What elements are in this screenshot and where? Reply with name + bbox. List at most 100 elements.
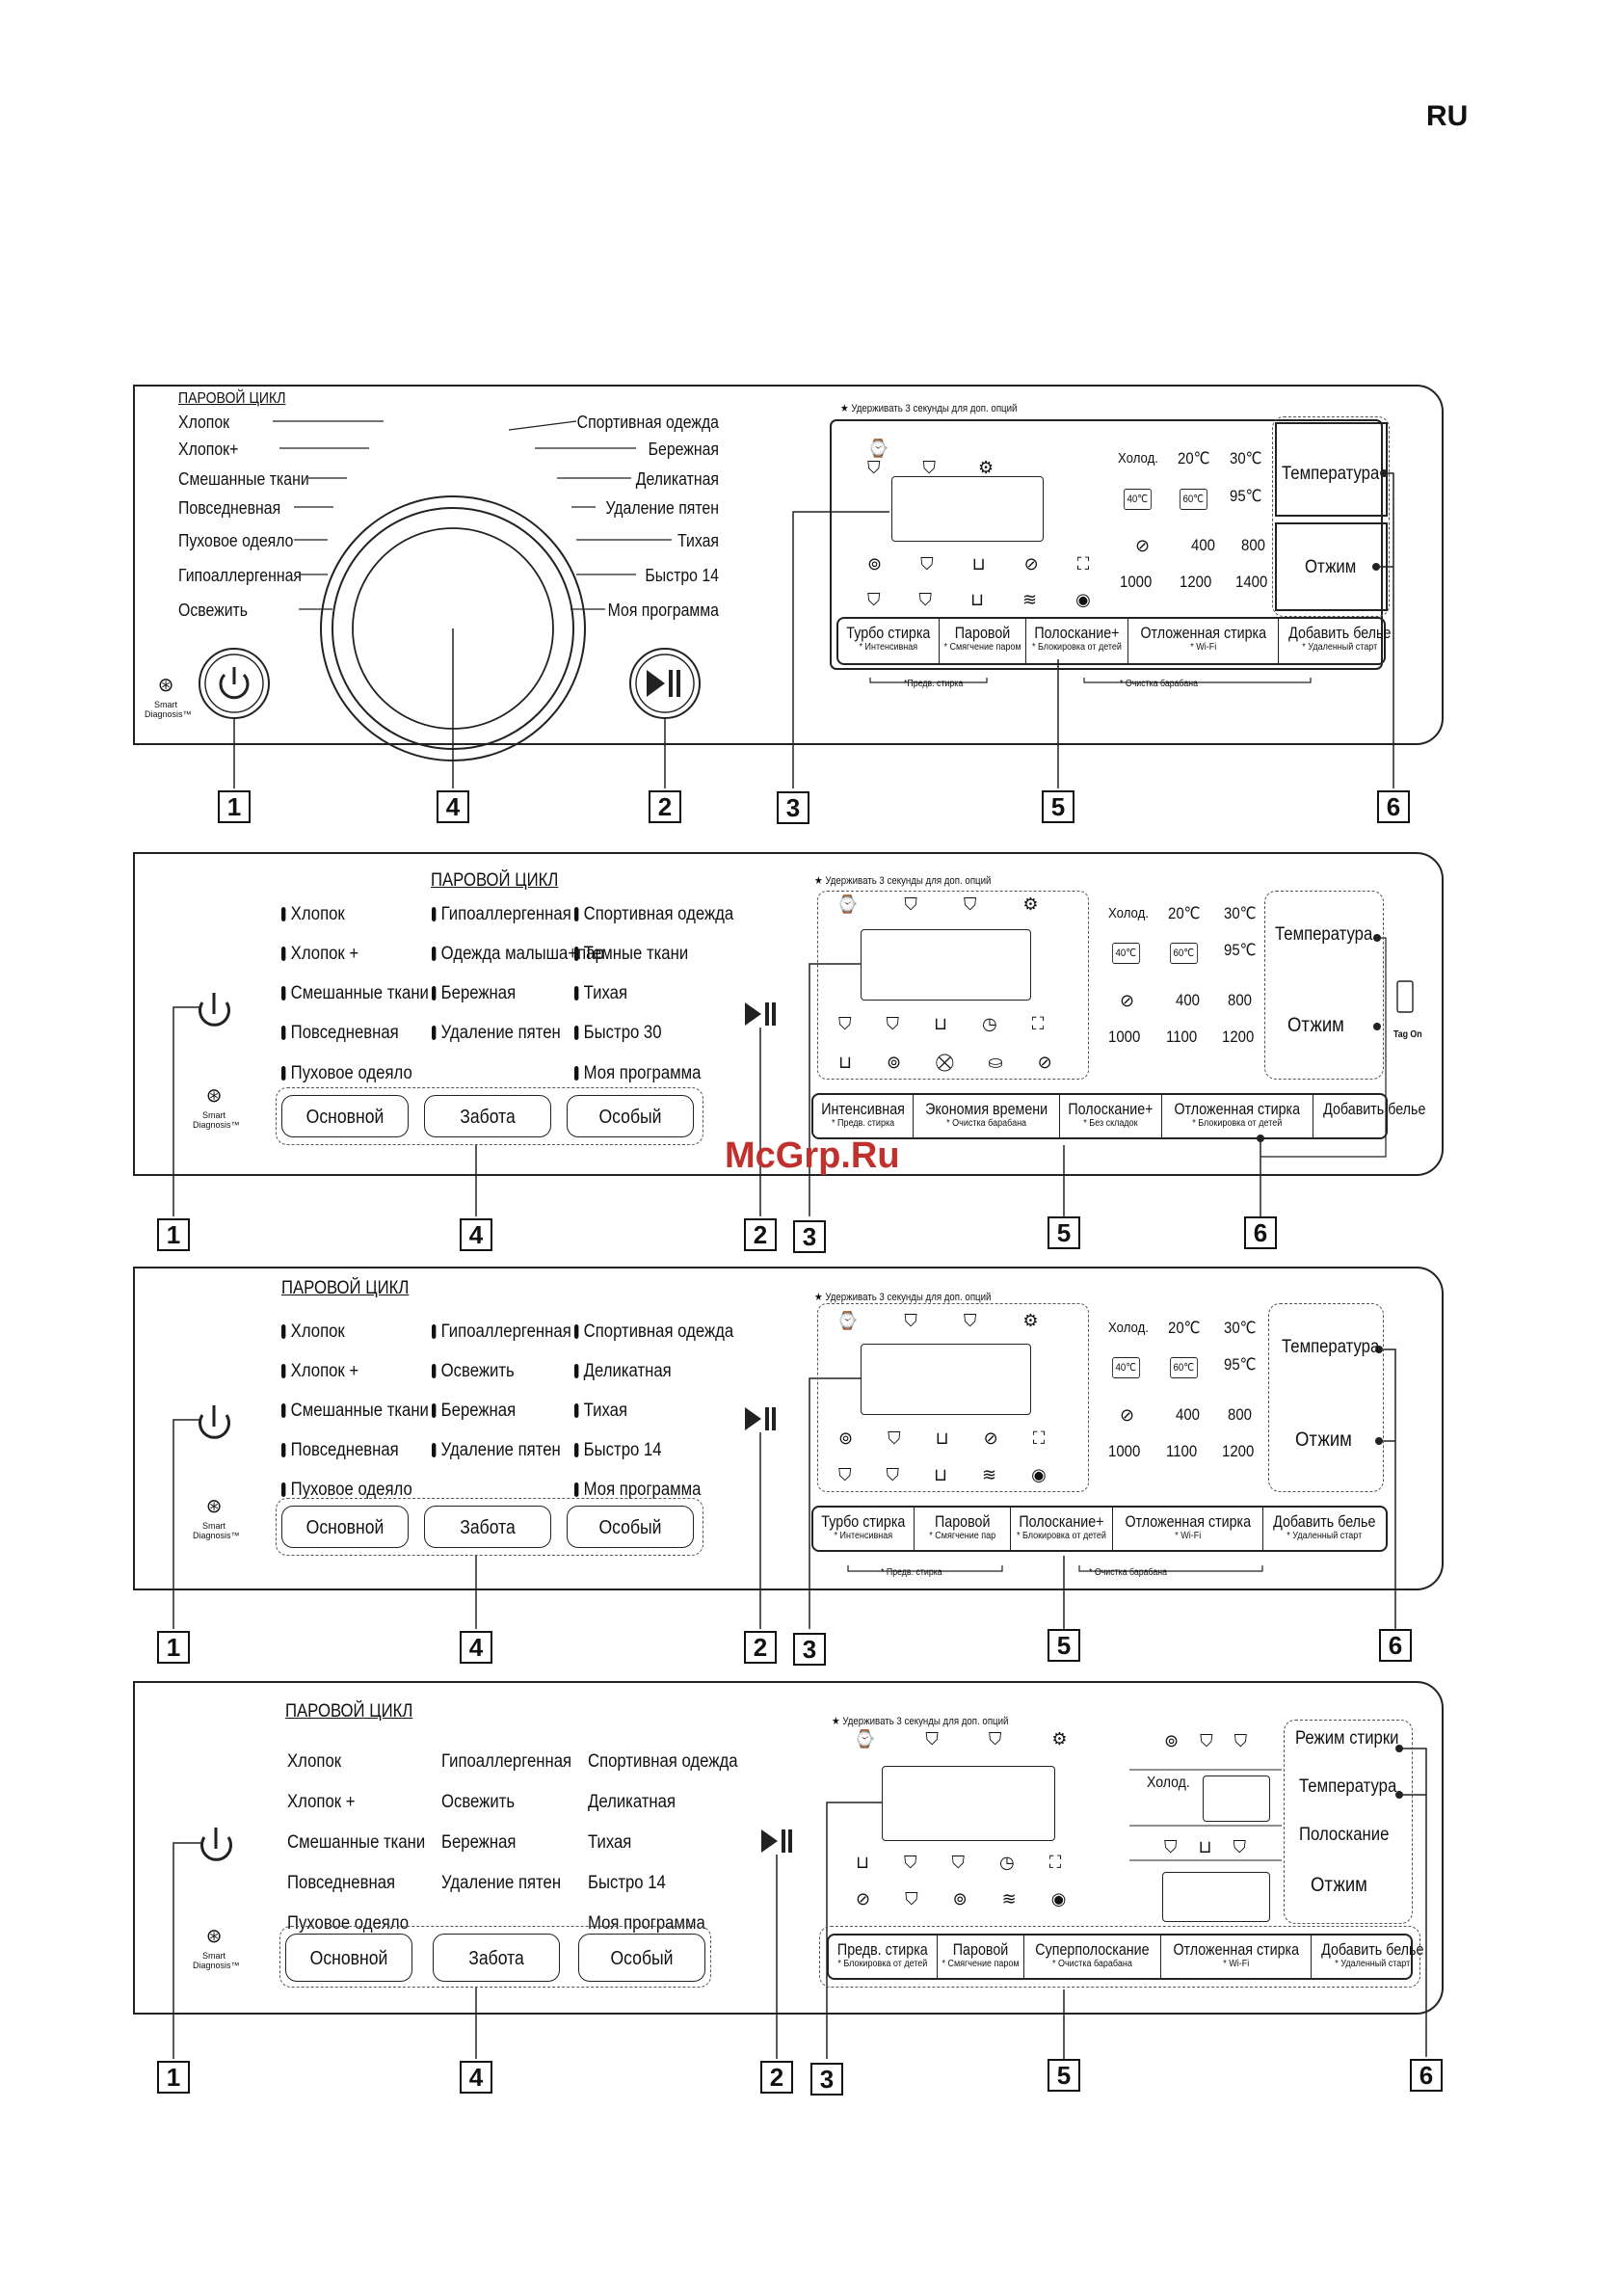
option-label: Добавить белье xyxy=(1288,624,1392,642)
program-group-button[interactable]: Забота xyxy=(424,1506,551,1548)
program-group-button[interactable]: Особый xyxy=(567,1095,694,1137)
smart-diagnosis-icon: ⊛ xyxy=(205,1496,223,1517)
option-button[interactable]: Отложенная стирка* Wi-Fi xyxy=(1128,619,1280,663)
option-button[interactable]: Турбо стирка* Интенсивная xyxy=(813,1508,915,1550)
program-group-button[interactable]: Особый xyxy=(578,1934,705,1982)
option-button[interactable]: Паровой* Смягчение паром xyxy=(940,619,1026,663)
panel4-spin-display xyxy=(1162,1872,1270,1922)
option-sublabel: * Очистка барабана xyxy=(1051,1959,1132,1969)
option-button[interactable]: Добавить белье* Удаленный старт xyxy=(1279,619,1401,663)
panel2-option-icons-row2: ⊔⊚⛒⛀⊘ xyxy=(838,1053,1087,1072)
program-group-button[interactable]: Забота xyxy=(424,1095,551,1137)
option-button[interactable]: Добавить белье* Удаленный старт xyxy=(1312,1936,1434,1978)
option-button[interactable]: Паровой* Смягчение паром xyxy=(938,1936,1024,1978)
option-sublabel: * Блокировка от детей xyxy=(1031,642,1122,653)
panel1-display xyxy=(891,476,1044,542)
callout-2: 2 xyxy=(744,1218,777,1251)
option-label: Полоскание+ xyxy=(1019,1512,1104,1531)
option-sublabel: * Интенсивная xyxy=(834,1531,893,1541)
program-group-button[interactable]: Основной xyxy=(281,1095,409,1137)
option-sublabel: * Смягчение паром xyxy=(943,642,1021,653)
temperature-label: Температура xyxy=(1282,464,1380,484)
smart-diagnosis-logo: ⊛ Smart Diagnosis™ xyxy=(193,1085,240,1130)
spin-label[interactable]: Отжим xyxy=(1287,1014,1344,1036)
option-label: Суперполоскание xyxy=(1034,1940,1150,1959)
smart-diagnosis-logo: ⊛ Smart Diagnosis™ xyxy=(193,1496,240,1540)
spin-value: 400 xyxy=(1176,991,1200,1009)
program-group-button[interactable]: Основной xyxy=(281,1506,409,1548)
option-label: Добавить белье xyxy=(1322,1100,1426,1118)
callout-2: 2 xyxy=(744,1631,777,1664)
panel2-display xyxy=(861,929,1031,1001)
option-sublabel: * Wi-Fi xyxy=(1222,1959,1249,1969)
option-button[interactable]: Суперполоскание* Очистка барабана xyxy=(1024,1936,1161,1978)
callout-1: 1 xyxy=(218,790,251,823)
option-sublabel: * Wi-Fi xyxy=(1175,1531,1202,1541)
spin-label[interactable]: Отжим xyxy=(1295,1428,1352,1451)
program-label-left: Смешанные ткани xyxy=(178,469,309,489)
option-button[interactable]: Предв. стирка* Блокировка от детей xyxy=(829,1936,938,1978)
option-button[interactable]: Экономия времени* Очистка барабана xyxy=(914,1095,1061,1137)
option-button[interactable]: Интенсивная* Предв. стирка xyxy=(813,1095,915,1137)
program-label: Деликатная xyxy=(574,1362,672,1381)
program-label: Гипоаллергенная xyxy=(441,1751,572,1772)
watermark: McGrp.Ru xyxy=(725,1135,900,1176)
panel3-group-frame xyxy=(276,1498,703,1556)
spin-value: 1000 xyxy=(1108,1028,1141,1046)
option-button[interactable]: Полоскание+* Блокировка от детей xyxy=(1011,1508,1113,1550)
program-label-right: Тихая xyxy=(677,531,719,550)
spin-value: 800 xyxy=(1228,991,1252,1009)
option-label: Паровой xyxy=(952,1940,1008,1959)
option-label: Добавить белье xyxy=(1273,1512,1376,1531)
callout-3: 3 xyxy=(777,791,809,824)
prewash-note: *Предв. стирка xyxy=(904,679,964,689)
temperature-label[interactable]: Температура xyxy=(1282,1337,1380,1357)
option-button[interactable]: Отложенная стирка* Блокировка от детей xyxy=(1162,1095,1313,1137)
option-button[interactable]: Добавить белье xyxy=(1313,1095,1436,1137)
callout-4: 4 xyxy=(460,1631,492,1664)
option-button[interactable]: Полоскание+* Блокировка от детей xyxy=(1026,619,1128,663)
temperature-button[interactable] xyxy=(1275,422,1388,517)
callout-6: 6 xyxy=(1410,2059,1443,2092)
temperature-label[interactable]: Температура xyxy=(1275,924,1373,945)
control-panel-2 xyxy=(133,852,1444,1176)
panel4-mode-icons: ⊚⛉⛉ xyxy=(1164,1731,1269,1750)
option-sublabel: * Блокировка от детей xyxy=(1192,1118,1283,1129)
program-label: Хлопок xyxy=(287,1751,342,1772)
spin-label[interactable]: Отжим xyxy=(1311,1874,1367,1896)
option-button[interactable]: Турбо стирка* Интенсивная xyxy=(838,619,940,663)
option-sublabel: * Удаленный старт xyxy=(1335,1959,1411,1969)
option-button[interactable]: Полоскание+* Без складок xyxy=(1060,1095,1163,1137)
option-button[interactable]: Добавить белье* Удаленный старт xyxy=(1263,1508,1386,1550)
rinse-label[interactable]: Полоскание xyxy=(1299,1825,1390,1845)
program-group-button[interactable]: Особый xyxy=(567,1506,694,1548)
program-label-left: Гипоаллергенная xyxy=(178,566,302,585)
no-spin-icon: ⊘ xyxy=(1135,536,1151,555)
option-button[interactable]: Отложенная стирка* Wi-Fi xyxy=(1161,1936,1313,1978)
panel4-option-icons-row1: ⊔⛉⛉◷⛶ xyxy=(856,1853,1097,1872)
option-button[interactable]: Паровой* Смягчение пар xyxy=(915,1508,1012,1550)
drum-clean-note: * Очистка барабана xyxy=(1120,679,1199,689)
callout-6: 6 xyxy=(1379,1629,1412,1662)
option-button[interactable]: Отложенная стирка* Wi-Fi xyxy=(1113,1508,1264,1550)
wash-mode-label[interactable]: Режим стирки xyxy=(1295,1728,1399,1749)
temperature-value: 60℃ xyxy=(1170,1357,1198,1378)
smart-diagnosis-icon: ⊛ xyxy=(205,1085,223,1107)
option-label: Интенсивная xyxy=(821,1100,905,1118)
temperature-label[interactable]: Температура xyxy=(1299,1776,1397,1797)
callout-3: 3 xyxy=(810,2063,843,2096)
callout-5: 5 xyxy=(1048,1629,1080,1662)
program-group-button[interactable]: Забота xyxy=(433,1934,560,1982)
spin-button[interactable] xyxy=(1275,522,1388,611)
control-panel-4 xyxy=(133,1681,1444,2015)
program-group-button[interactable]: Основной xyxy=(285,1934,412,1982)
program-label: Удаление пятен xyxy=(441,1873,562,1893)
panel2-display-frame xyxy=(817,891,1089,1080)
option-label: Отложенная стирка xyxy=(1125,1512,1252,1531)
callout-2: 2 xyxy=(760,2061,793,2094)
panel1-option-icons-row2: ⛉⛉⊔≋◉ xyxy=(867,590,1129,609)
program-group-label: Основной xyxy=(309,1948,388,1969)
